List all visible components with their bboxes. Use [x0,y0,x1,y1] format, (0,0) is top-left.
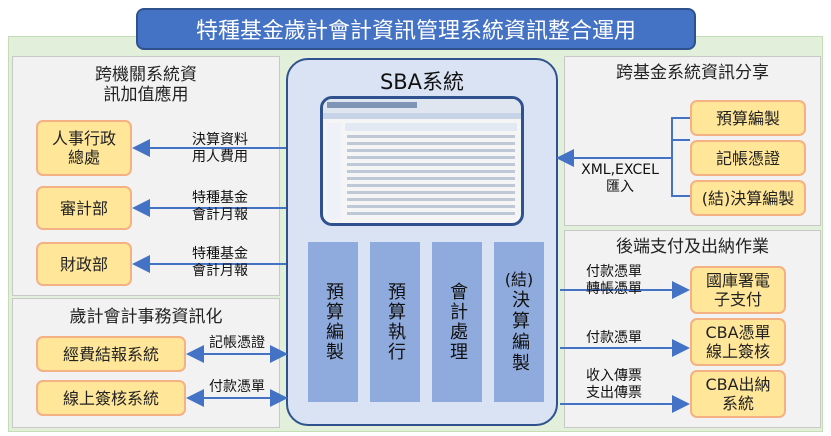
label-voucher: 記帳憑證 [209,335,265,351]
label-monthly-report-audit: 特種基金會計月報 [192,190,248,223]
label-receipt-disbursement: 收入傳票支出傳票 [586,368,642,401]
panel-accounting-it-title: 歲計會計事務資訊化 [69,307,223,327]
box-expense-settlement: 經費結報系統 [36,336,186,372]
module-budget-exec: 預算執行 [370,242,420,402]
panel-backend-payment-title: 後端支付及出納作業 [616,237,769,257]
diagram-title: 特種基金歲計會計資訊管理系統資訊整合運用 [136,8,696,50]
sba-screenshot [320,96,524,226]
label-payment-transfer: 付款憑單轉帳憑單 [586,264,642,297]
module-final-accounts-prefix: (結) [504,270,534,289]
box-audit-dept: 審計部 [36,186,132,230]
panel-cross-agency-title: 跨機關系統資訊加值應用 [95,65,197,105]
module-final-accounts: (結) 決算編製 [494,242,544,402]
sba-screenshot-image [323,99,521,219]
label-monthly-report-finance: 特種基金會計月報 [192,246,248,279]
module-final-accounts-rest: 決算編製 [509,290,530,374]
panel-cross-fund-title: 跨基金系統資訊分享 [616,63,769,83]
box-finance-ministry: 財政部 [36,242,132,286]
box-cba-cashier: CBA出納系統 [690,370,786,418]
sba-title: SBA系統 [379,70,465,94]
module-accounting: 會計處理 [432,242,482,402]
box-budget-prep-fund: 預算編製 [690,100,806,136]
box-final-accounts-fund: (結)決算編製 [690,180,806,216]
arrow-fund-import [671,117,690,197]
box-treasury-epay: 國庫署電子支付 [690,266,786,314]
label-payment-voucher-right: 付款憑單 [586,330,642,346]
box-online-approval: 線上簽核系統 [36,380,186,416]
box-voucher-fund: 記帳憑證 [690,140,806,176]
label-settlement-data: 決算資料用人費用 [192,132,248,165]
box-personnel-admin: 人事行政總處 [36,120,132,176]
box-cba-voucher-approval: CBA憑單線上簽核 [690,318,786,366]
label-payment-voucher-left: 付款憑單 [209,379,265,395]
module-budget-prep: 預算編製 [308,242,358,402]
